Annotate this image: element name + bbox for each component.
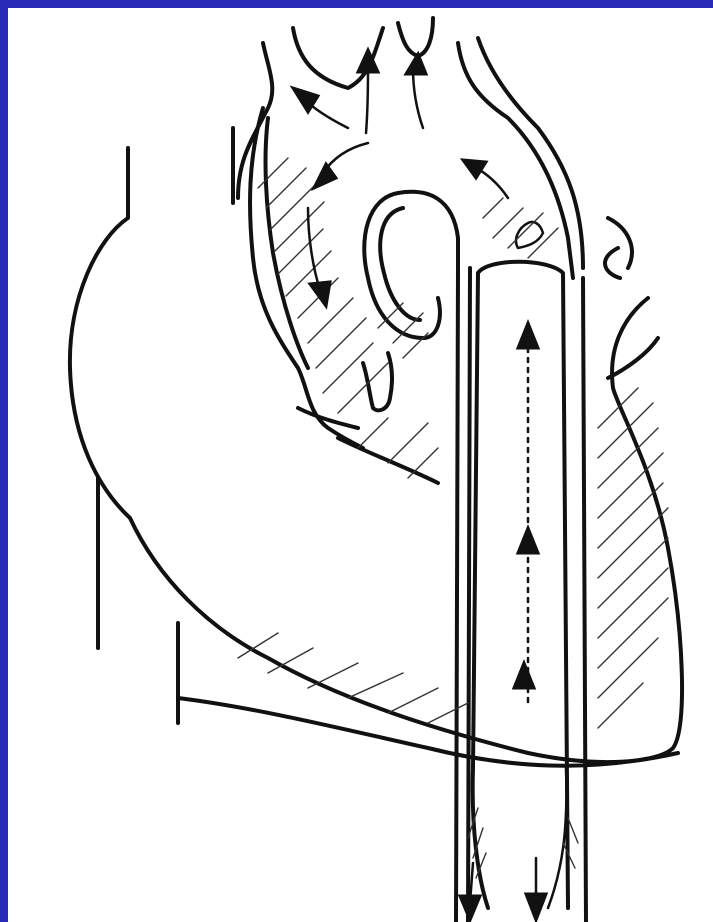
arrow-down-icon <box>526 894 546 920</box>
flow-arrows <box>293 50 546 920</box>
intra-aortic-balloon-catheter <box>398 192 586 922</box>
aortic-arch <box>233 18 583 483</box>
arrow-down-left-icon <box>314 164 336 188</box>
arrow-up-icon <box>518 323 538 348</box>
heart-illustration <box>8 8 713 922</box>
arrow-down-icon <box>460 896 480 920</box>
arrow-up-icon <box>518 528 538 553</box>
arrow-up-icon <box>514 663 534 688</box>
arrow-up-icon <box>406 54 426 74</box>
arrow-up-left-icon <box>463 160 486 178</box>
illustration-panel <box>8 8 713 922</box>
